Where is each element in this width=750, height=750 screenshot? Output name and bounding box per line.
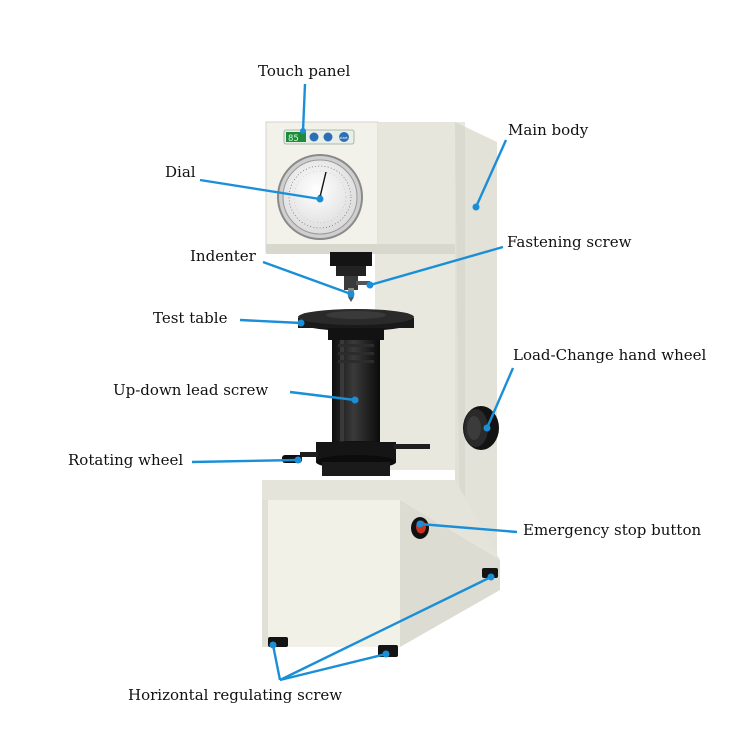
callout-dot-regulating-screw-left bbox=[269, 641, 277, 649]
callout-line-dial bbox=[199, 178, 321, 201]
touch-panel: 85 start bbox=[283, 129, 355, 145]
callout-dot-test-table bbox=[297, 319, 305, 327]
panel-display-value: 85 bbox=[288, 134, 299, 144]
label-horizontal-regulating-screw: Horizontal regulating screw bbox=[128, 686, 343, 704]
callout-dot-rotating-wheel bbox=[294, 456, 302, 464]
callout-line-regulating-screw-center bbox=[279, 652, 387, 682]
label-fastening-screw: Fastening screw bbox=[507, 233, 632, 251]
label-main-body: Main body bbox=[508, 121, 589, 139]
callout-line-load-change-hand-wheel bbox=[485, 367, 515, 429]
callout-dot-indenter bbox=[347, 290, 355, 298]
panel-start-key[interactable] bbox=[339, 132, 349, 142]
up-down-lead-screw bbox=[332, 340, 380, 448]
label-rotating-wheel: Rotating wheel bbox=[68, 451, 184, 469]
callout-line-rotating-wheel bbox=[191, 458, 299, 464]
callout-line-fastening-screw bbox=[369, 245, 504, 287]
label-touch-panel: Touch panel bbox=[258, 62, 351, 80]
callout-line-test-table bbox=[239, 318, 302, 325]
panel-key-icon[interactable] bbox=[309, 132, 319, 142]
panel-key-icon[interactable] bbox=[323, 132, 333, 142]
callout-dot-dial bbox=[316, 195, 324, 203]
label-test-table: Test table bbox=[153, 309, 228, 327]
load-change-hand-wheel[interactable] bbox=[463, 406, 499, 450]
panel-display bbox=[286, 132, 306, 142]
callout-line-main-body bbox=[474, 139, 508, 208]
callout-dot-regulating-screw-right bbox=[487, 573, 495, 581]
label-dial: Dial bbox=[165, 163, 196, 181]
label-load-change-hand-wheel: Load-Change hand wheel bbox=[513, 346, 707, 364]
callout-line-indenter bbox=[262, 260, 352, 296]
base-housing bbox=[262, 480, 500, 647]
fastening-screw bbox=[356, 281, 370, 285]
callout-dot-emergency-stop-button bbox=[416, 520, 424, 528]
callout-line-regulating-screw-right bbox=[279, 575, 492, 682]
emergency-stop-button[interactable] bbox=[411, 517, 429, 539]
panel-start-key-label: start bbox=[340, 136, 349, 140]
callout-line-up-down-lead-screw bbox=[289, 390, 356, 402]
callout-lines bbox=[191, 83, 518, 682]
callout-line-touch-panel bbox=[301, 83, 307, 132]
callout-dot-touch-panel bbox=[300, 128, 306, 134]
callout-dot-load-change-hand-wheel bbox=[483, 424, 491, 432]
callout-line-regulating-screw-left bbox=[271, 644, 282, 681]
callout-dot-regulating-screw-center bbox=[382, 650, 390, 658]
callout-line-emergency-stop-button bbox=[419, 522, 518, 534]
label-emergency-stop-button: Emergency stop button bbox=[523, 521, 702, 539]
test-table bbox=[298, 309, 414, 340]
callout-dot-up-down-lead-screw bbox=[351, 396, 359, 404]
label-up-down-lead-screw: Up-down lead screw bbox=[113, 381, 269, 399]
callout-dot-fastening-screw bbox=[366, 281, 374, 289]
callout-dot-main-body bbox=[472, 203, 480, 211]
label-indenter: Indenter bbox=[190, 247, 256, 265]
